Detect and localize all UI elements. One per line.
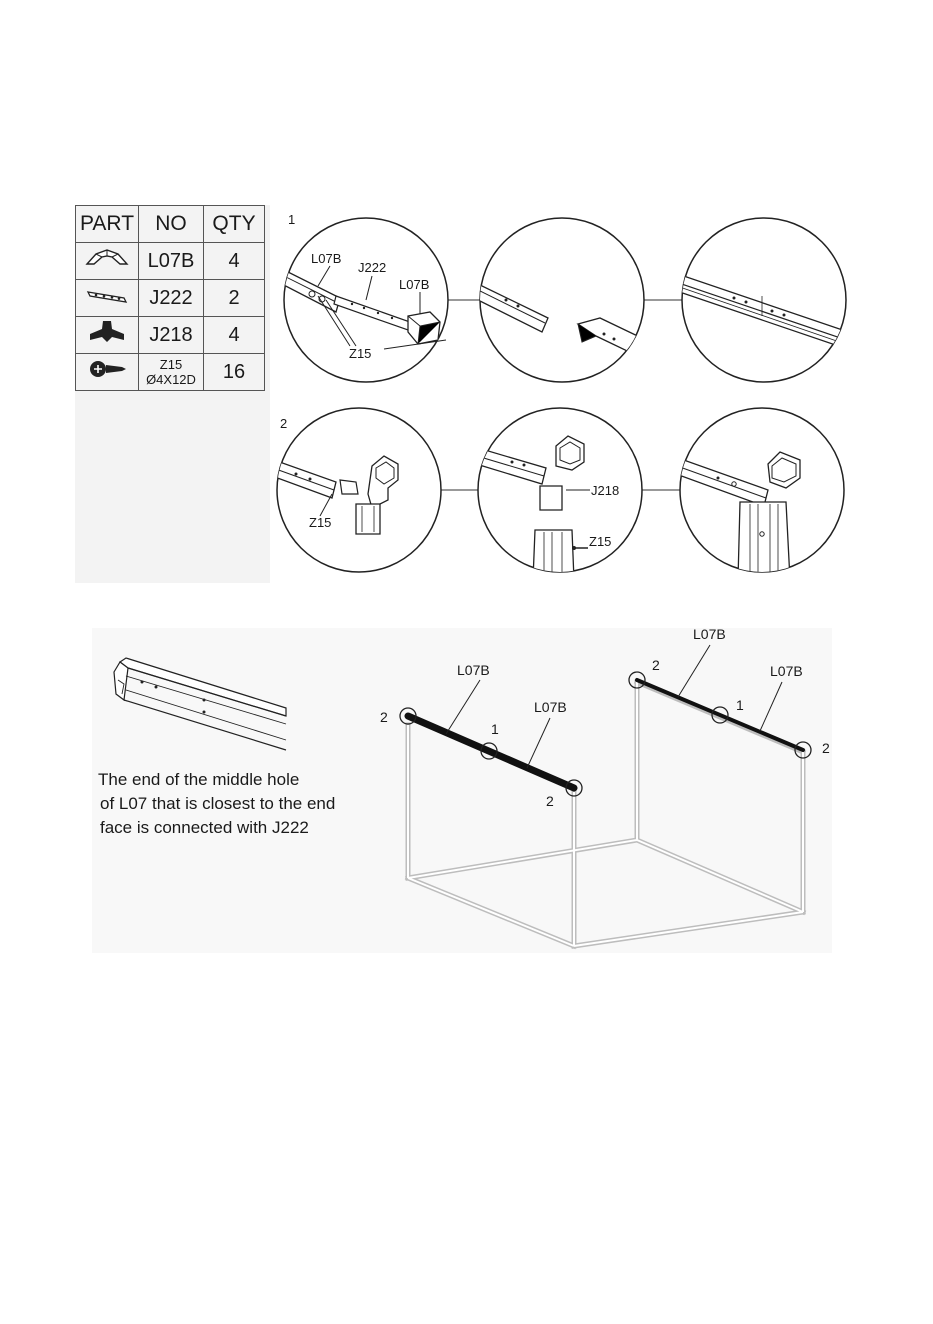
frame-left-mark-end-left: 2 — [380, 709, 388, 725]
label-z15-left: Z15 — [309, 515, 331, 530]
frame-left-mark-end-right: 2 — [546, 793, 554, 809]
label-l07b-right: L07B — [399, 277, 429, 292]
label-z15: Z15 — [349, 346, 371, 361]
frame-left-label-a: L07B — [457, 662, 490, 678]
step1-detail-3 — [668, 218, 860, 382]
note-line-2: of L07 that is closest to the end — [98, 792, 418, 816]
step1-number: 1 — [288, 212, 295, 227]
frame-left-mark-mid: 1 — [491, 721, 499, 737]
label-j222: J222 — [358, 260, 386, 275]
frame-left-label-b: L07B — [534, 699, 567, 715]
frame-right-mark-end-left: 2 — [652, 657, 660, 673]
frame-right-label-a: L07B — [693, 626, 726, 642]
step2-detail-2: J218 Z15 — [476, 408, 642, 580]
step1-detail-2 — [474, 218, 650, 382]
step2-detail-3 — [676, 408, 844, 580]
note-line-1: The end of the middle hole — [98, 768, 418, 792]
label-j218: J218 — [591, 483, 619, 498]
assembly-note: The end of the middle hole of L07 that i… — [98, 768, 418, 840]
step2-detail-1: Z15 — [272, 408, 441, 572]
frame-drawing: L07B L07B 2 1 2 L07B L07B 2 1 2 — [380, 626, 830, 946]
step1-detail-1: L07B J222 L07B Z15 — [278, 218, 450, 382]
frame-right-label-b: L07B — [770, 663, 803, 679]
step2-number: 2 — [280, 416, 287, 431]
label-l07b-left: L07B — [311, 251, 341, 266]
frame-right-mark-end-right: 2 — [822, 740, 830, 756]
frame-right-mark-mid: 1 — [736, 697, 744, 713]
note-line-3: face is connected with J222 — [98, 816, 418, 840]
profile-end-detail — [114, 658, 286, 750]
label-z15-mid: Z15 — [589, 534, 611, 549]
